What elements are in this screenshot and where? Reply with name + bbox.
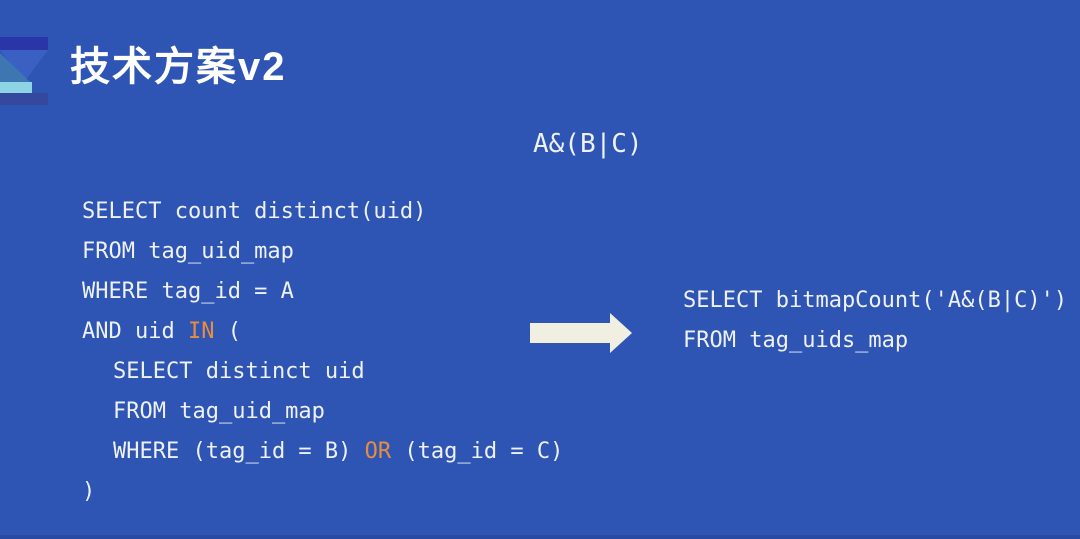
code-line: ) <box>82 472 563 512</box>
sql-text: AND uid <box>82 319 188 344</box>
code-line: AND uid IN ( <box>82 312 563 352</box>
sql-text: FROM tag_uids_map <box>683 328 909 353</box>
sql-text: FROM tag_uid_map <box>82 239 294 264</box>
sql-text: ) <box>82 479 96 504</box>
code-line: WHERE tag_id = A <box>82 272 563 312</box>
bottom-edge-strip <box>0 535 1080 539</box>
sql-text: ( <box>214 319 241 344</box>
sql-text: WHERE tag_id = A <box>82 279 294 304</box>
expression-label: A&(B|C) <box>533 129 643 159</box>
sql-text: (tag_id = C) <box>391 439 564 464</box>
sql-text: WHERE (tag_id = B) <box>113 439 365 464</box>
sql-text: SELECT distinct uid <box>113 359 365 384</box>
code-line: SELECT distinct uid <box>82 352 563 392</box>
right-arrow-icon <box>530 313 632 353</box>
sql-text: FROM tag_uid_map <box>113 399 325 424</box>
hourglass-triangle-logo-icon <box>0 37 48 105</box>
page-title: 技术方案v2 <box>70 45 287 89</box>
sql-code-block-left: SELECT count distinct(uid) FROM tag_uid_m… <box>82 192 563 512</box>
sql-text: SELECT bitmapCount('A&(B|C)') <box>683 288 1068 313</box>
sql-keyword: IN <box>187 319 215 344</box>
sql-text: SELECT count distinct(uid) <box>82 199 427 224</box>
code-line: FROM tag_uid_map <box>82 232 563 272</box>
sql-keyword: OR <box>364 439 392 464</box>
code-line: FROM tag_uid_map <box>82 392 563 432</box>
code-line: SELECT count distinct(uid) <box>82 192 563 232</box>
sql-code-block-right: SELECT bitmapCount('A&(B|C)') FROM tag_ui… <box>683 281 1067 361</box>
code-line: FROM tag_uids_map <box>683 321 1067 361</box>
code-line: SELECT bitmapCount('A&(B|C)') <box>683 281 1067 321</box>
code-line: WHERE (tag_id = B) OR (tag_id = C) <box>82 432 563 472</box>
